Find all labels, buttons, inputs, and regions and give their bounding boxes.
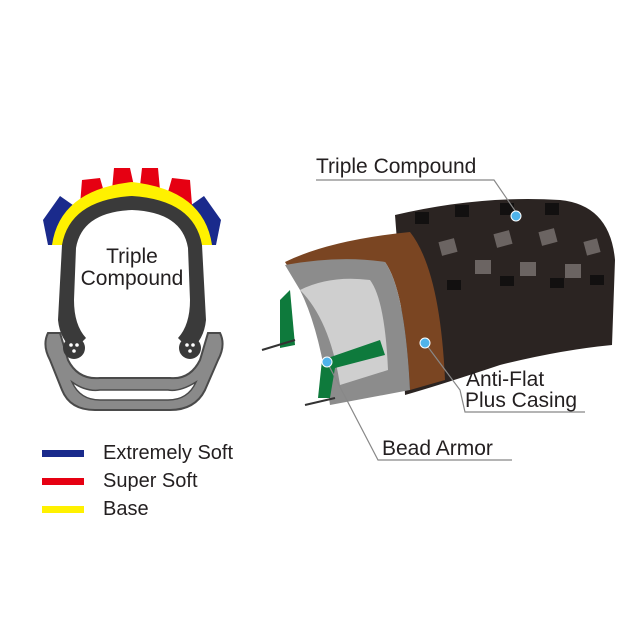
legend-swatch	[42, 506, 84, 513]
legend-item-extremely-soft: Extremely Soft	[42, 442, 233, 465]
anti-flat-leader	[424, 342, 585, 413]
cross-section-label-line1: Triple	[106, 245, 158, 268]
triple-compound-label: Triple Compound	[316, 155, 477, 178]
legend-swatch	[42, 450, 84, 457]
legend-swatch	[42, 478, 84, 485]
legend-label: Extremely Soft	[103, 442, 234, 464]
anti-flat-label-line2: Plus Casing	[465, 389, 578, 412]
tire-cutaway	[261, 199, 615, 406]
legend-label: Super Soft	[103, 470, 198, 492]
base-layer	[52, 182, 212, 245]
anti-flat-label-line1: Anti-Flat	[466, 368, 545, 391]
cross-section-label-line2: Compound	[80, 267, 184, 290]
bead-armor-leader	[326, 361, 512, 461]
legend-label: Base	[103, 498, 149, 520]
legend-item-base: Base	[42, 498, 149, 521]
tire-cross-section	[43, 168, 224, 411]
anti-flat-dot	[419, 337, 431, 349]
bead-armor	[318, 340, 385, 398]
bead-armor-label: Bead Armor	[382, 437, 493, 460]
triple-compound-leader	[316, 179, 519, 216]
triple-compound-dot	[510, 210, 522, 222]
legend-item-super-soft: Super Soft	[42, 470, 198, 493]
casing	[58, 196, 206, 350]
anti-flat-casing	[285, 232, 445, 390]
bead-armor-dot	[321, 356, 333, 368]
